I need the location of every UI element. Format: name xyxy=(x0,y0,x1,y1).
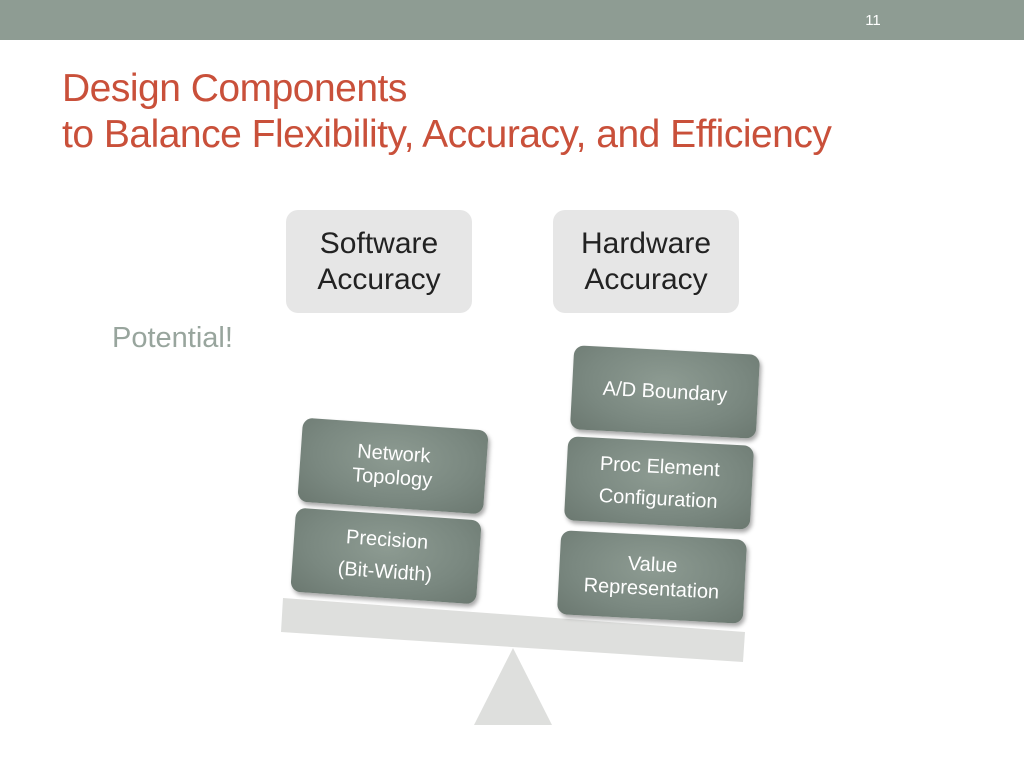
value-representation-block: Value Representation xyxy=(556,530,748,624)
precision-line2: (Bit-Width) xyxy=(336,557,433,587)
hardware-accuracy-box: Hardware Accuracy xyxy=(553,210,739,313)
scale-beam xyxy=(281,598,745,662)
slide-title-line1: Design Components xyxy=(62,67,407,110)
proc-element-line2: Configuration xyxy=(598,484,719,514)
network-topology-block: Network Topology xyxy=(297,417,489,515)
precision-line1: Precision xyxy=(345,526,429,554)
potential-label: Potential! xyxy=(112,322,233,354)
slide-title-line2: to Balance Flexibility, Accuracy, and Ef… xyxy=(62,113,832,156)
scale-fulcrum xyxy=(474,648,552,725)
software-accuracy-line2: Accuracy xyxy=(317,262,441,296)
slide-title: Design Components to Balance Flexibility… xyxy=(62,66,832,158)
software-accuracy-box: Software Accuracy xyxy=(286,210,472,313)
value-representation-line2: Representation xyxy=(583,574,720,604)
value-representation-line1: Value xyxy=(627,552,678,578)
proc-element-line1: Proc Element xyxy=(599,452,721,482)
hardware-accuracy-line2: Accuracy xyxy=(584,262,708,296)
top-bar xyxy=(0,0,1024,40)
proc-element-block: Proc Element Configuration xyxy=(563,436,755,530)
hardware-accuracy-line1: Hardware xyxy=(580,226,712,260)
network-topology-line2: Topology xyxy=(351,464,433,492)
slide-number: 11 xyxy=(865,12,881,29)
ad-boundary-block: A/D Boundary xyxy=(569,345,761,439)
precision-block: Precision (Bit-Width) xyxy=(290,507,482,605)
ad-boundary-line1: A/D Boundary xyxy=(602,377,728,407)
software-accuracy-line1: Software xyxy=(319,226,439,260)
